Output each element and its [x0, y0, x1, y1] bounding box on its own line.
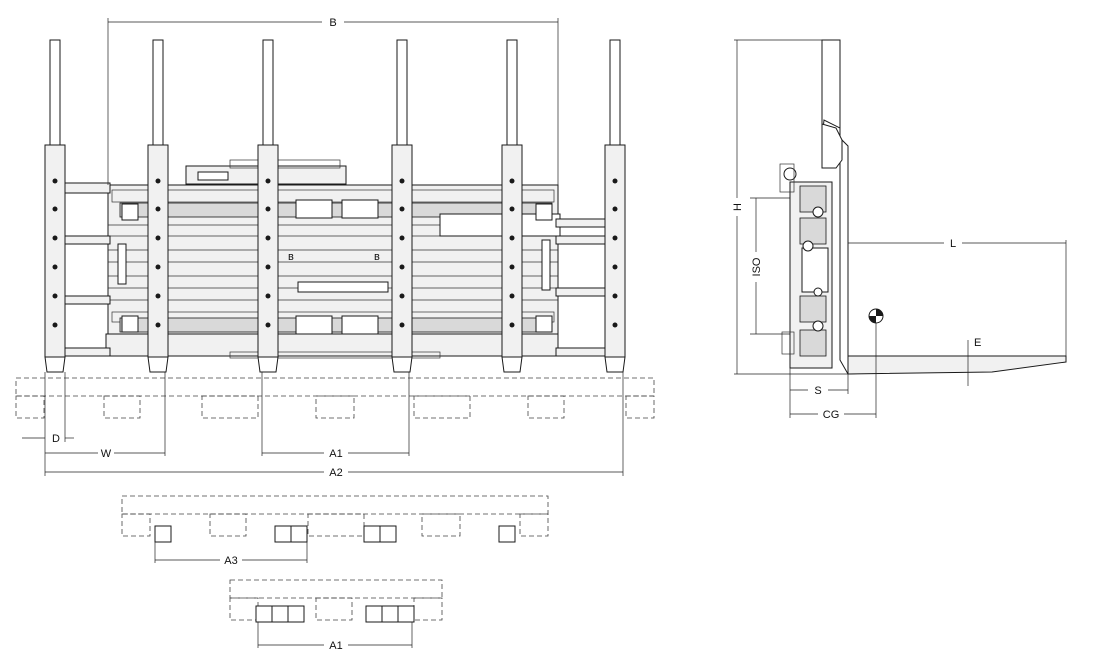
fork-tip	[379, 525, 397, 543]
label-a2: A2	[329, 467, 342, 479]
pallet-diagram-a3: A3	[121, 495, 549, 567]
label-a1-top: A1	[329, 448, 342, 460]
fork-1	[44, 39, 66, 373]
marker-b-left: ʙ	[288, 251, 294, 263]
dimension-d: D	[22, 372, 74, 476]
dimension-l: L	[848, 238, 1067, 356]
fork-tip	[255, 605, 273, 623]
fork-3	[257, 39, 279, 373]
dimension-a2: A2	[45, 372, 624, 479]
front-view: ʙ ʙ	[15, 17, 655, 479]
dimension-a1-top: A1	[261, 372, 410, 460]
marker-b-right: ʙ	[374, 251, 380, 263]
fork-tip	[274, 525, 292, 543]
pallet-outline-front	[15, 377, 655, 419]
dimension-iso: ISO	[750, 197, 790, 335]
fork-tip	[271, 605, 289, 623]
fork-5	[501, 39, 523, 373]
label-h: H	[732, 203, 744, 211]
side-view: H ISO L E S	[732, 39, 1067, 421]
label-cg: CG	[823, 409, 840, 421]
fork-tip	[154, 525, 172, 543]
label-s: S	[814, 385, 821, 397]
dimension-s: S	[789, 368, 849, 418]
dimension-h: H	[732, 39, 848, 375]
label-b: B	[329, 17, 336, 29]
fork-4	[391, 39, 413, 373]
label-w: W	[101, 448, 112, 460]
fork-tip	[498, 525, 516, 543]
label-d: D	[52, 433, 60, 445]
dimension-cg: CG	[790, 323, 877, 421]
fork-2	[147, 39, 169, 373]
carriage-frame: ʙ ʙ	[59, 159, 612, 359]
fork-tip	[363, 525, 381, 543]
label-a3: A3	[224, 555, 237, 567]
dimension-b: B	[107, 17, 559, 185]
label-l: L	[950, 238, 956, 250]
fork-tip	[381, 605, 399, 623]
center-of-gravity-icon	[868, 308, 884, 324]
label-a1-bottom: A1	[329, 640, 342, 652]
label-e: E	[974, 337, 981, 349]
fork-tip	[397, 605, 415, 623]
dimension-e: E	[967, 337, 981, 386]
dimension-w: W	[45, 372, 166, 460]
pallet-diagram-a1: A1	[229, 579, 443, 652]
label-iso: ISO	[751, 257, 763, 276]
fork-tip	[365, 605, 383, 623]
fork-6	[604, 39, 626, 373]
fork-tip	[290, 525, 308, 543]
fork-tip	[287, 605, 305, 623]
